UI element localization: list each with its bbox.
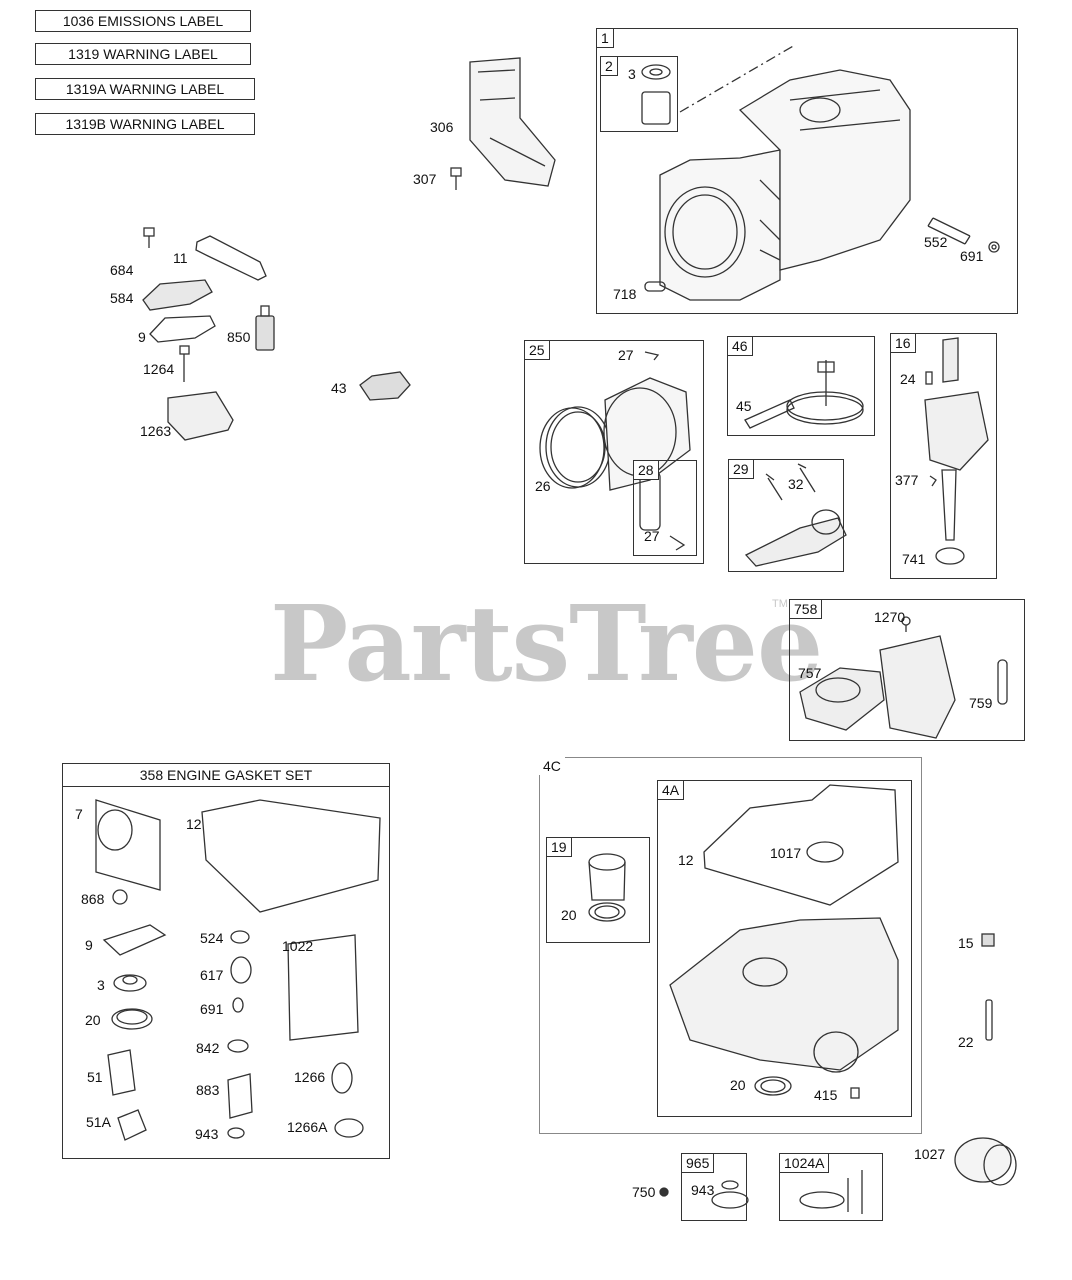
callout-750[interactable]: 750 — [632, 1184, 656, 1200]
gasket-callout-691[interactable]: 691 — [200, 1001, 224, 1017]
engine-gasket-set-box[interactable]: 358 ENGINE GASKET SET — [62, 763, 390, 1159]
callout-45[interactable]: 45 — [736, 398, 752, 414]
group-box-16-tag: 16 — [890, 333, 916, 353]
callout-22[interactable]: 22 — [958, 1034, 974, 1050]
gasket-callout-20[interactable]: 20 — [85, 1012, 101, 1028]
gasket-callout-1022[interactable]: 1022 — [282, 938, 314, 954]
warning-label-1319b-item[interactable]: 1319B WARNING LABEL — [35, 113, 255, 135]
callout-26[interactable]: 26 — [535, 478, 551, 494]
group-box-19[interactable]: 19 — [546, 837, 650, 943]
group-box-4a[interactable]: 4A — [657, 780, 912, 1117]
group-box-29-tag: 29 — [728, 459, 754, 479]
callout-759[interactable]: 759 — [969, 695, 993, 711]
callout-584[interactable]: 584 — [110, 290, 134, 306]
gasket-callout-51[interactable]: 51 — [87, 1069, 103, 1085]
group-box-4a-tag: 4A — [657, 780, 685, 800]
group-box-28[interactable]: 28 — [633, 460, 697, 556]
group-box-4c-tag: 4C — [539, 757, 565, 775]
callout-43[interactable]: 43 — [331, 380, 347, 396]
callout-1270[interactable]: 1270 — [874, 609, 906, 625]
group-box-46[interactable]: 46 — [727, 336, 875, 436]
group-box-758-tag: 758 — [789, 599, 823, 619]
callout-15[interactable]: 15 — [958, 935, 974, 951]
group-box-46-tag: 46 — [727, 336, 753, 356]
group-box-758[interactable]: 758 — [789, 599, 1025, 741]
warning-label-1319-item[interactable]: 1319 WARNING LABEL — [35, 43, 251, 65]
gasket-callout-1266[interactable]: 1266 — [294, 1069, 326, 1085]
sump-callout-20-seal[interactable]: 20 — [730, 1077, 746, 1093]
gasket-callout-883[interactable]: 883 — [196, 1082, 220, 1098]
callout-741[interactable]: 741 — [902, 551, 926, 567]
callout-718[interactable]: 718 — [613, 286, 637, 302]
warning-label-1319a-item[interactable]: 1319A WARNING LABEL — [35, 78, 255, 100]
callout-684[interactable]: 684 — [110, 262, 134, 278]
sump-callout-20-bearing[interactable]: 20 — [561, 907, 577, 923]
group-box-1024a[interactable]: 1024A — [779, 1153, 883, 1221]
sump-callout-12[interactable]: 12 — [678, 852, 694, 868]
gasket-callout-12[interactable]: 12 — [186, 816, 202, 832]
group-box-25[interactable]: 25 — [524, 340, 704, 564]
callout-11[interactable]: 11 — [173, 250, 188, 266]
group-box-25-tag: 25 — [524, 340, 550, 360]
group-box-19-tag: 19 — [546, 837, 572, 857]
group-box-965-tag: 965 — [681, 1153, 715, 1173]
group-box-16[interactable]: 16 — [890, 333, 997, 579]
group-box-29[interactable]: 29 — [728, 459, 844, 572]
emissions-label-item[interactable]: 1036 EMISSIONS LABEL — [35, 10, 251, 32]
callout-306[interactable]: 306 — [430, 119, 454, 135]
gasket-callout-868[interactable]: 868 — [81, 891, 105, 907]
callout-943[interactable]: 943 — [691, 1182, 715, 1198]
group-box-1-tag: 1 — [596, 28, 614, 48]
callout-691[interactable]: 691 — [960, 248, 984, 264]
engine-gasket-set-title: 358 ENGINE GASKET SET — [63, 764, 389, 787]
callout-850[interactable]: 850 — [227, 329, 251, 345]
callout-27-clip[interactable]: 27 — [644, 528, 660, 544]
group-box-2[interactable]: 2 — [600, 56, 678, 132]
group-box-4c[interactable]: 4C — [539, 757, 922, 1134]
callout-32[interactable]: 32 — [788, 476, 804, 492]
callout-377[interactable]: 377 — [895, 472, 919, 488]
gasket-callout-1266a[interactable]: 1266A — [287, 1119, 328, 1135]
gasket-callout-524[interactable]: 524 — [200, 930, 224, 946]
gasket-callout-3[interactable]: 3 — [97, 977, 105, 993]
callout-552[interactable]: 552 — [924, 234, 948, 250]
gasket-callout-617[interactable]: 617 — [200, 967, 224, 983]
callout-1264[interactable]: 1264 — [143, 361, 175, 377]
gasket-callout-842[interactable]: 842 — [196, 1040, 220, 1056]
gasket-callout-943[interactable]: 943 — [195, 1126, 219, 1142]
gasket-callout-9[interactable]: 9 — [85, 937, 93, 953]
gasket-callout-51a[interactable]: 51A — [86, 1114, 111, 1130]
callout-9[interactable]: 9 — [138, 329, 146, 345]
callout-307[interactable]: 307 — [413, 171, 437, 187]
sump-callout-415[interactable]: 415 — [814, 1087, 838, 1103]
group-box-965[interactable]: 965 — [681, 1153, 747, 1221]
group-box-1024a-tag: 1024A — [779, 1153, 830, 1173]
callout-24[interactable]: 24 — [900, 371, 916, 387]
callout-757[interactable]: 757 — [798, 665, 822, 681]
sump-callout-1017[interactable]: 1017 — [770, 845, 802, 861]
group-box-1[interactable]: 1 — [596, 28, 1018, 314]
watermark-tm: TM — [772, 598, 788, 610]
group-box-28-tag: 28 — [633, 460, 659, 480]
group-box-2-tag: 2 — [600, 56, 618, 76]
gasket-callout-7[interactable]: 7 — [75, 806, 83, 822]
callout-1027[interactable]: 1027 — [914, 1146, 946, 1162]
callout-1263[interactable]: 1263 — [140, 423, 172, 439]
callout-27-ring[interactable]: 27 — [618, 347, 634, 363]
callout-3[interactable]: 3 — [628, 66, 636, 82]
